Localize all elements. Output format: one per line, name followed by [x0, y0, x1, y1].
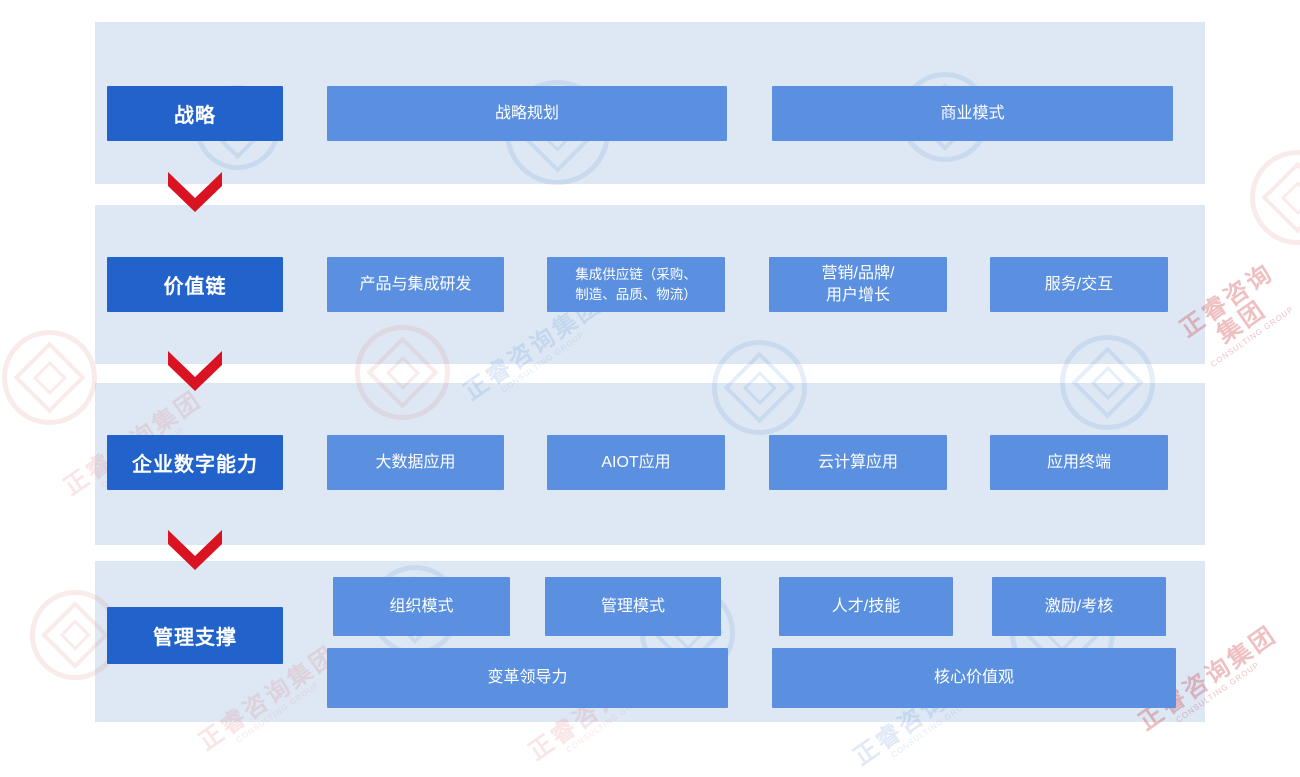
label-box-digital-capability: 企业数字能力: [107, 435, 283, 490]
box-text: 战略规划: [494, 104, 559, 122]
box-talent-skills: 人才/技能: [779, 577, 953, 636]
label-text: 管理支撑: [153, 627, 237, 649]
label-text: 价值链: [163, 276, 227, 298]
box-marketing-brand-growth: 营销/品牌/ 用户增长: [769, 257, 947, 312]
box-text: 人才/技能: [831, 597, 901, 615]
box-aiot: AIOT应用: [547, 435, 725, 490]
box-text: 云计算应用: [817, 453, 898, 471]
box-text: 核心价值观: [933, 669, 1014, 687]
box-management-model: 管理模式: [545, 577, 721, 636]
box-text: 管理模式: [600, 597, 665, 615]
label-box-value-chain: 价值链: [107, 257, 283, 312]
box-text: 大数据应用: [375, 453, 456, 471]
box-text: 集成供应链（采购、 制造、品质、物流）: [575, 266, 697, 302]
box-integrated-supply-chain: 集成供应链（采购、 制造、品质、物流）: [547, 257, 725, 312]
label-box-strategy: 战略: [107, 86, 283, 141]
down-arrow-icon: [168, 172, 222, 212]
label-text: 企业数字能力: [132, 454, 258, 476]
box-text: 变革领导力: [487, 669, 568, 687]
box-text: AIOT应用: [601, 453, 671, 471]
down-arrow-icon: [168, 351, 222, 391]
box-text: 产品与集成研发: [359, 275, 472, 293]
box-application-terminal: 应用终端: [990, 435, 1168, 490]
label-text: 战略: [174, 105, 216, 127]
box-big-data: 大数据应用: [327, 435, 504, 490]
box-organization-model: 组织模式: [333, 577, 510, 636]
box-cloud-computing: 云计算应用: [769, 435, 947, 490]
box-core-values: 核心价值观: [772, 648, 1176, 708]
box-service-interaction: 服务/交互: [990, 257, 1168, 312]
label-box-management-support: 管理支撑: [107, 607, 283, 664]
box-product-rd: 产品与集成研发: [327, 257, 504, 312]
box-incentive-assessment: 激励/考核: [992, 577, 1166, 636]
box-strategic-planning: 战略规划: [327, 86, 727, 141]
box-text: 组织模式: [389, 597, 454, 615]
down-arrow-icon: [168, 530, 222, 570]
box-text: 营销/品牌/ 用户增长: [821, 264, 895, 304]
box-text: 激励/考核: [1044, 597, 1114, 615]
box-text: 服务/交互: [1044, 275, 1114, 293]
watermark-logo-icon: [2, 330, 97, 425]
box-change-leadership: 变革领导力: [327, 648, 728, 708]
box-text: 应用终端: [1046, 453, 1111, 471]
watermark-logo-icon: [1250, 150, 1300, 245]
box-text: 商业模式: [940, 104, 1005, 122]
box-business-model: 商业模式: [772, 86, 1173, 141]
